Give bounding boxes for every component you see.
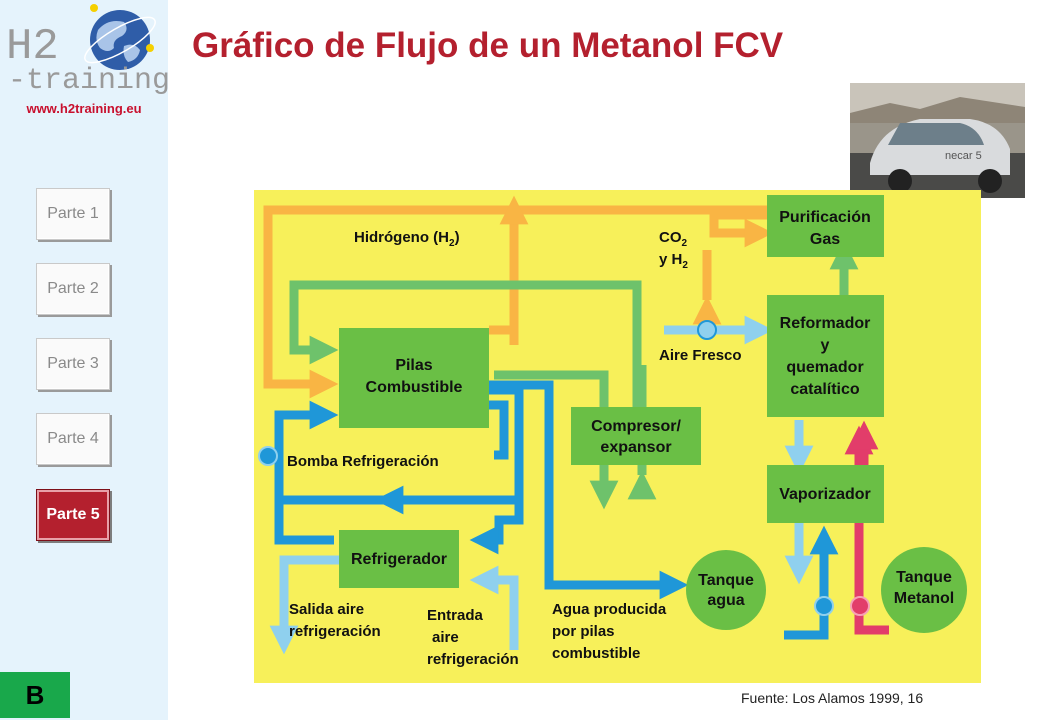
cooling-pump-label: Bomba Refrigeración [287,453,439,470]
coolant-pump-icon [258,446,278,466]
nav-parte-5-button[interactable]: Parte 5 [36,489,110,541]
water-tank: Tanque agua [686,550,766,630]
section-badge: B [0,672,70,718]
fresh-air-label: Aire Fresco [659,347,742,364]
h2-training-logo: H2 -training [6,4,168,98]
car-brand-text: necar 5 [945,150,982,162]
water-pump-icon [814,596,834,616]
reformer-box: Reformador y quemador catalítico [767,295,884,417]
nav-parte-1-button[interactable]: Parte 1 [36,188,110,240]
source-caption: Fuente: Los Alamos 1999, 16 [741,690,924,706]
hydrogen-label: Hidrógeno (H2) [354,229,460,249]
fuel-cell-box: Pilas Combustible [339,328,489,428]
cooling-air-out-label-1: Salida aire [289,601,364,618]
h2-label: y H2 [659,251,688,271]
produced-water-label-2: por pilas [552,623,615,640]
logo-training-text: -training [8,64,168,98]
coolant-flow [274,380,839,640]
svg-text:Vaporizador: Vaporizador [779,486,871,503]
hydrogen-flow [263,195,774,399]
svg-text:Reformador: Reformador [780,315,871,332]
svg-text:Tanque: Tanque [698,572,754,589]
site-url[interactable]: www.h2training.eu [26,101,142,116]
co2-label: CO2 [659,229,688,249]
car-photo: necar 5 [850,83,1025,198]
sidebar: H2 -training www.h2training.eu Parte 1 P… [0,0,168,720]
svg-text:Purificación: Purificación [779,209,871,226]
globe-icon [84,4,156,70]
svg-text:y: y [821,337,830,354]
svg-text:Refrigerador: Refrigerador [351,551,447,568]
nav-parte-2-button[interactable]: Parte 2 [36,263,110,315]
logo-h2-text: H2 [6,22,59,72]
svg-text:Metanol: Metanol [894,590,954,607]
svg-text:Gas: Gas [810,231,840,248]
cooling-air-in-label-1: Entrada [427,607,484,624]
nav-parte-4-button[interactable]: Parte 4 [36,413,110,465]
svg-text:Pilas: Pilas [395,357,432,374]
cooling-air-out-label-2: refrigeración [289,623,381,640]
nav-parte-3-button[interactable]: Parte 3 [36,338,110,390]
svg-text:Tanque: Tanque [896,569,952,586]
cooling-air-in-label-3: refrigeración [427,651,519,668]
air-pump-icon [697,320,717,340]
svg-text:Compresor/: Compresor/ [591,418,681,435]
flow-diagram: Purificación Gas Reformador y quemador c… [254,190,981,683]
svg-text:quemador: quemador [786,359,863,376]
radiator-box: Refrigerador [339,530,459,588]
cooling-air-in-label-2: aire [432,629,459,646]
compressor-box: Compresor/ expansor [571,407,701,465]
page-title: Gráfico de Flujo de un Metanol FCV [192,26,784,65]
svg-text:expansor: expansor [600,439,671,456]
vaporizer-box: Vaporizador [767,465,884,523]
methanol-pump-icon [850,596,870,616]
purification-box: Purificación Gas [767,195,884,257]
methanol-tank: Tanque Metanol [881,547,967,633]
produced-water-label-3: combustible [552,645,640,662]
svg-text:agua: agua [707,592,744,609]
svg-text:catalítico: catalítico [790,381,860,398]
produced-water-label-1: Agua producida [552,601,667,618]
svg-text:Combustible: Combustible [366,379,463,396]
